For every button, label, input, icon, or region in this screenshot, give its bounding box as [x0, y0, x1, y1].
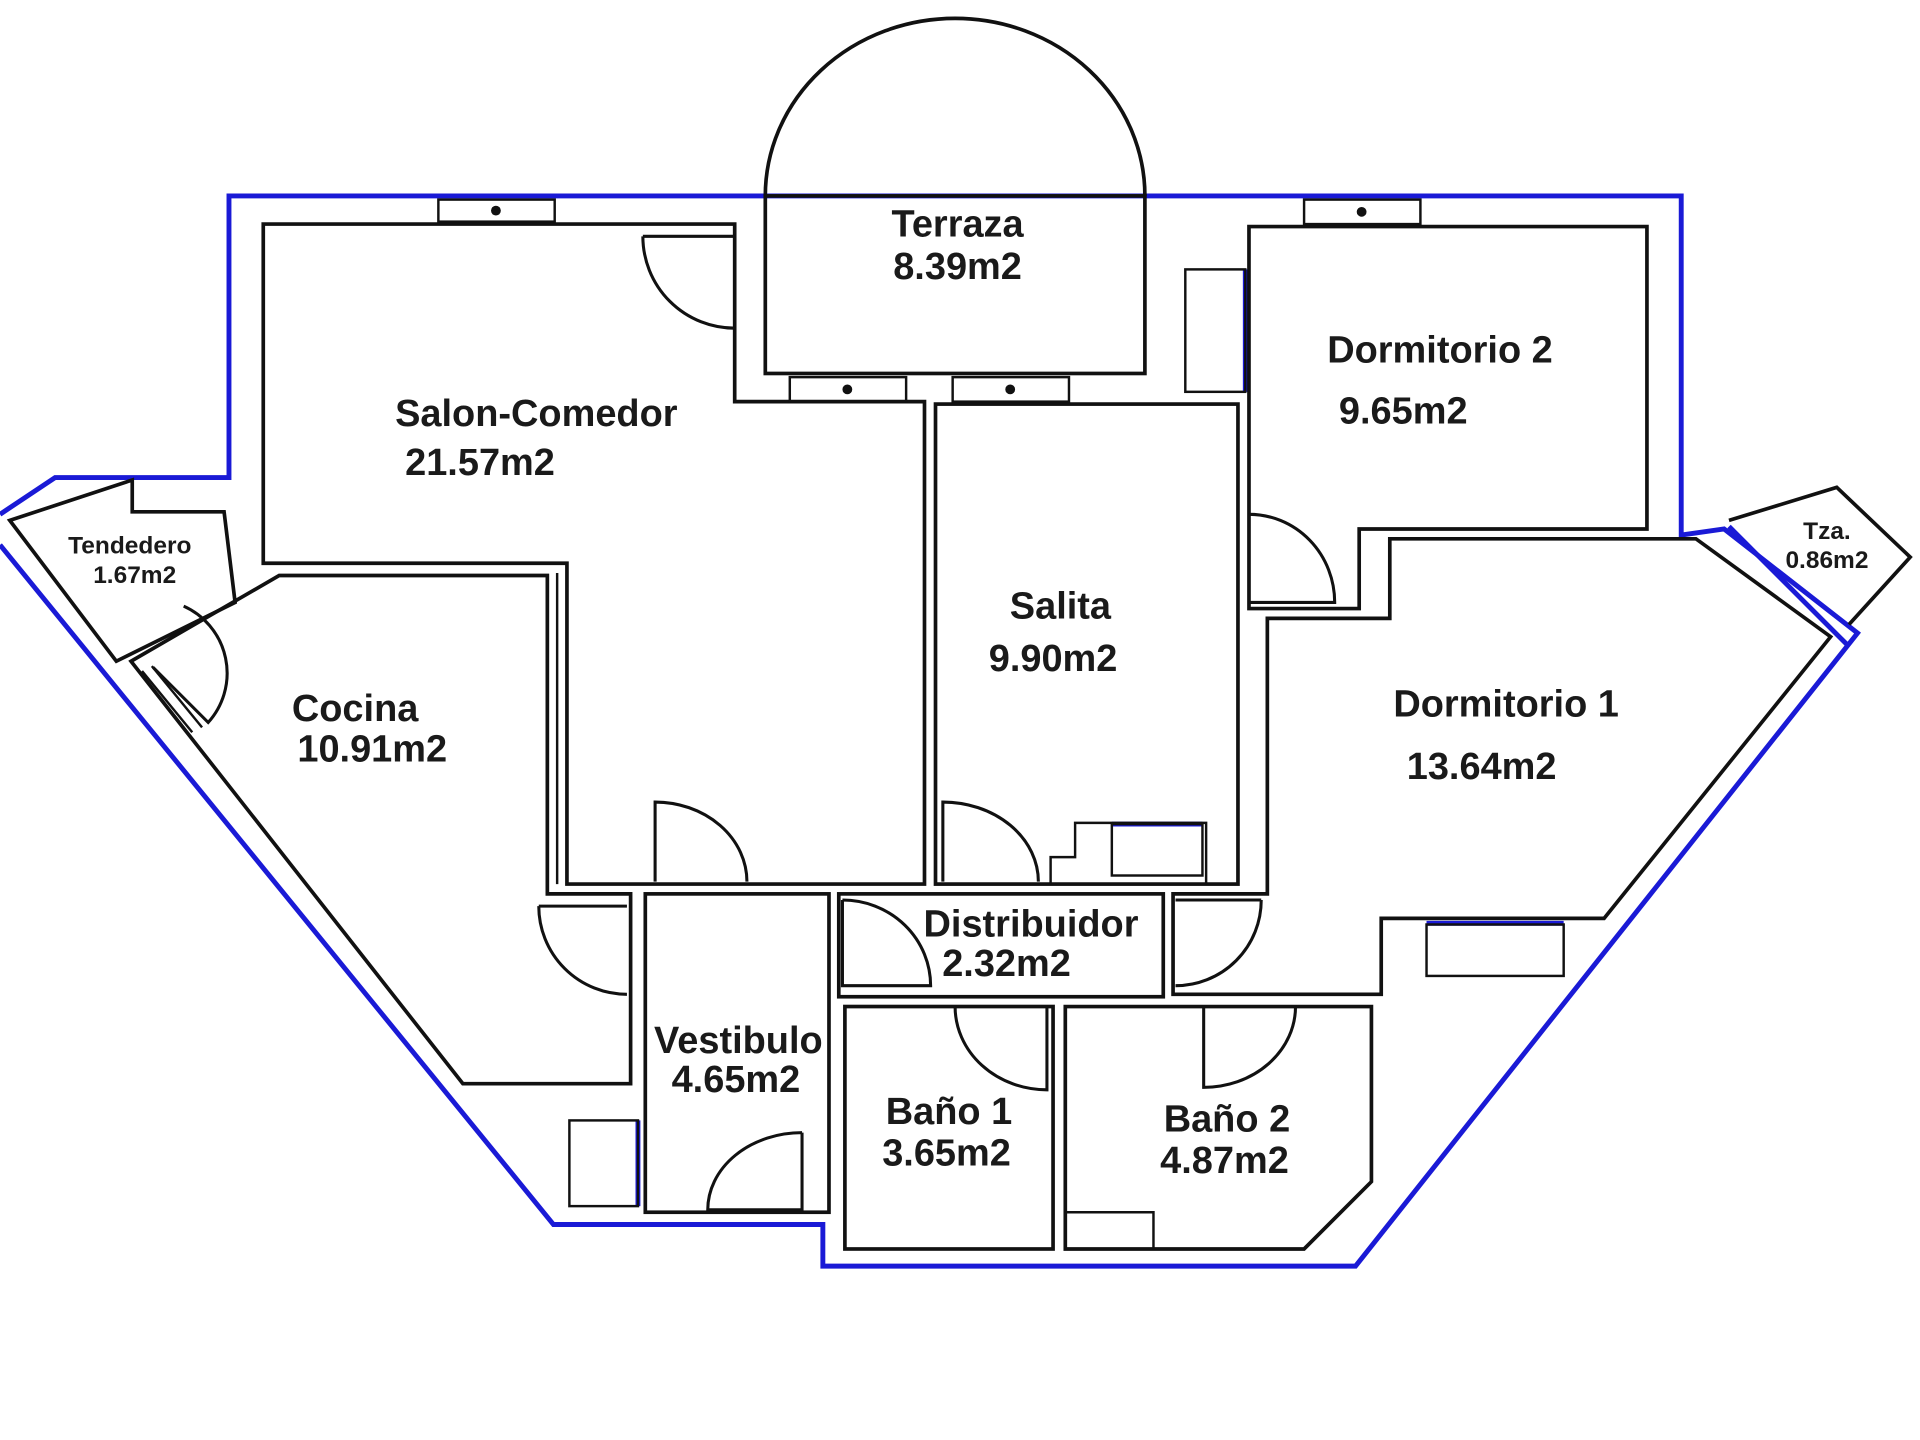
- salita-name: Salita: [1010, 585, 1112, 627]
- dorm2-window-handle: [1356, 206, 1367, 217]
- bano2-area: 4.87m2: [1160, 1140, 1289, 1182]
- terraza-window-right: [951, 375, 1071, 403]
- terraza-wall: [763, 194, 1147, 376]
- distribuidor-door: [840, 898, 933, 988]
- salon-south-door: [653, 800, 749, 882]
- terraza-window-left: [788, 375, 908, 403]
- doors: [151, 234, 1337, 1212]
- tendedero-wall: [6, 477, 238, 664]
- dorm1-wall: [1171, 536, 1834, 997]
- dorm2-door: [1248, 512, 1337, 604]
- salita-stair: [1049, 821, 1208, 885]
- tza-area: 0.86m2: [1785, 547, 1868, 574]
- salon-name: Salon-Comedor: [395, 393, 678, 435]
- bano2-shower: [1065, 1211, 1155, 1249]
- dorm2-window: [1302, 198, 1422, 226]
- distribuidor-name: Distribuidor: [924, 904, 1139, 946]
- salon-door: [641, 234, 735, 330]
- tza-wall: [1728, 485, 1913, 626]
- salita-wall: [933, 402, 1240, 886]
- tendedero-area: 1.67m2: [93, 562, 176, 589]
- vestibulo-name: Vestibulo: [654, 1020, 823, 1062]
- terraza-dome: [763, 16, 1147, 196]
- salon-window: [437, 198, 556, 223]
- room-labels: Terraza 8.39m2 Salon-Comedor 21.57m2 Dor…: [68, 203, 1868, 1182]
- bano2-name: Baño 2: [1164, 1098, 1290, 1140]
- distribuidor-area: 2.32m2: [942, 943, 1071, 985]
- bano1-wall: [843, 1004, 1055, 1251]
- cocina-name: Cocina: [292, 688, 419, 730]
- distribuidor-wall: [836, 892, 1166, 999]
- tendedero-door: [151, 604, 229, 725]
- vestibulo-area: 4.65m2: [672, 1059, 801, 1101]
- tendedero-name: Tendedero: [68, 532, 191, 559]
- vestibulo-door: [706, 1131, 804, 1212]
- dorm2-area: 9.65m2: [1339, 391, 1468, 433]
- dorm2-closet: [1184, 268, 1247, 394]
- cocina-wall: [128, 573, 633, 1086]
- dorm1-closet: [1425, 923, 1565, 978]
- bano1-name: Baño 1: [886, 1091, 1012, 1133]
- salita-closet: [1110, 822, 1204, 877]
- tza-boundary-line: [1727, 524, 1851, 649]
- salon-area: 21.57m2: [405, 442, 555, 484]
- tza-name: Tza.: [1803, 518, 1851, 545]
- terraza-window-right-handle: [1005, 384, 1016, 395]
- cocina-area: 10.91m2: [297, 729, 447, 771]
- bano2-door: [1202, 1006, 1298, 1089]
- terraza-name: Terraza: [891, 203, 1024, 245]
- salita-door: [941, 800, 1040, 882]
- salita-area: 9.90m2: [989, 638, 1118, 680]
- vestibulo-closet: [568, 1119, 640, 1208]
- salon-wall: [261, 222, 927, 886]
- cocina-door: [537, 904, 627, 996]
- exterior-boundary-line: [0, 193, 1862, 1269]
- vestibulo-wall: [643, 892, 831, 1215]
- salon-window-handle: [491, 205, 501, 216]
- bano2-wall: [1063, 1004, 1374, 1251]
- terraza-area: 8.39m2: [893, 246, 1022, 288]
- terraza-window-left-handle: [842, 384, 853, 395]
- dorm2-name: Dormitorio 2: [1327, 329, 1553, 371]
- bano1-area: 3.65m2: [882, 1133, 1011, 1175]
- dorm1-area: 13.64m2: [1407, 746, 1557, 788]
- bano1-door: [953, 1006, 1049, 1092]
- dorm2-wall: [1247, 224, 1649, 611]
- cocina-window: [141, 670, 194, 734]
- dorm1-door: [1175, 898, 1263, 988]
- dorm1-name: Dormitorio 1: [1393, 683, 1619, 725]
